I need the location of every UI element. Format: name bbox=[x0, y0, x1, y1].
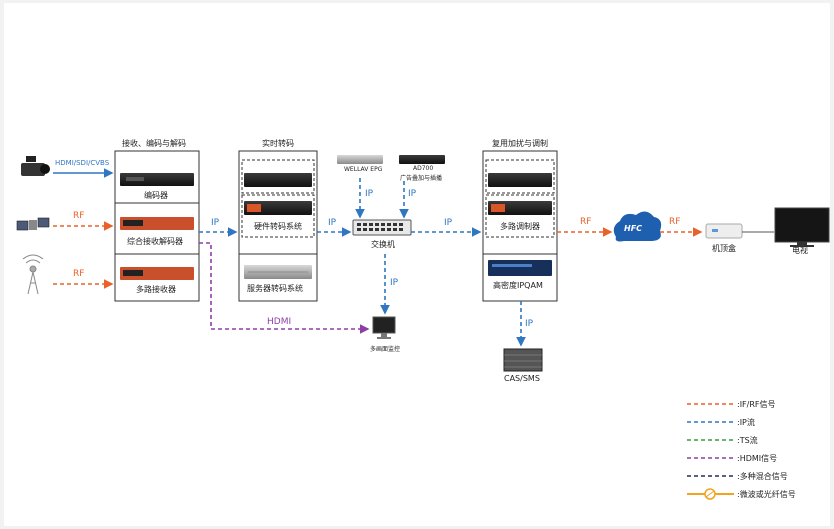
receiver-unit bbox=[120, 267, 194, 280]
hfc-cloud-icon bbox=[613, 211, 662, 242]
label-ad700: AD700 bbox=[413, 165, 434, 172]
legend-lines bbox=[687, 403, 734, 500]
diagram-canvas: 接收、编码与解码 实时转码 复用加扰与调制 编码器 综合接收解码器 多路接收器 … bbox=[4, 3, 830, 526]
diagram-graphics bbox=[16, 150, 830, 500]
label-encoder: 编码器 bbox=[144, 191, 168, 200]
label-ipqam: 高密度IPQAM bbox=[493, 281, 543, 290]
signal-rf-tv: RF bbox=[669, 217, 681, 227]
legend-item-hdmi: :HDMI信号 bbox=[737, 454, 778, 463]
label-stb: 机顶盒 bbox=[712, 244, 736, 253]
switch-unit bbox=[352, 219, 412, 236]
section-title-mux: 复用加扰与调制 bbox=[492, 139, 548, 148]
label-ird: 综合接收解码器 bbox=[127, 237, 183, 246]
signal-ip-ad: IP bbox=[408, 189, 417, 199]
ad700-unit bbox=[399, 155, 445, 164]
monitor-icon bbox=[372, 316, 396, 339]
signal-rf-out: RF bbox=[580, 217, 592, 227]
signal-ip-1: IP bbox=[211, 218, 220, 228]
signal-rf-1: RF bbox=[73, 211, 85, 221]
epg-unit bbox=[337, 155, 383, 164]
modulator-rack-2 bbox=[488, 201, 552, 215]
signal-ip-2: IP bbox=[328, 218, 337, 228]
label-modulator: 多路调制器 bbox=[500, 222, 540, 231]
encoder-unit bbox=[120, 173, 194, 186]
label-hfc: HFC bbox=[624, 224, 643, 233]
cas-server-icon bbox=[503, 348, 543, 372]
transcode-rack-2 bbox=[244, 201, 312, 215]
signal-ip-epg: IP bbox=[365, 189, 374, 199]
stb-icon bbox=[705, 223, 743, 239]
section-title-recv: 接收、编码与解码 bbox=[122, 139, 186, 148]
signal-ip-3: IP bbox=[444, 218, 453, 228]
label-epg: WELLAV EPG bbox=[344, 166, 383, 173]
camera-icon bbox=[21, 156, 50, 176]
signal-ip-cas: IP bbox=[525, 319, 534, 329]
antenna-icon bbox=[22, 254, 44, 295]
modulator-rack-1 bbox=[488, 173, 552, 187]
label-tv: 电视 bbox=[792, 246, 808, 255]
ipqam-unit bbox=[488, 260, 552, 276]
legend-item-mixed: :多种混合信号 bbox=[737, 472, 788, 481]
signal-hdmi-in: HDMI/SDI/CVBS bbox=[55, 159, 110, 167]
satellite-icon bbox=[16, 217, 50, 231]
legend-item-ts: :TS流 bbox=[737, 436, 758, 445]
legend-item-rf: :IF/RF信号 bbox=[737, 400, 776, 409]
transcode-rack-1 bbox=[244, 173, 312, 187]
recv-section bbox=[114, 150, 200, 302]
server-unit bbox=[244, 265, 312, 279]
tv-icon bbox=[774, 207, 830, 247]
signal-hdmi: HDMI bbox=[267, 317, 292, 327]
label-ad700-sub: 广告叠加与插播 bbox=[400, 175, 443, 182]
legend-item-fiber: :微波或光纤信号 bbox=[737, 490, 796, 499]
ird-unit bbox=[120, 217, 194, 230]
label-sw-transcode: 服务器转码系统 bbox=[247, 284, 303, 293]
label-hw-transcode: 硬件转码系统 bbox=[254, 222, 302, 231]
label-monitor: 多画面监控 bbox=[370, 346, 401, 353]
legend-item-ip: :IP流 bbox=[737, 418, 755, 427]
connections bbox=[53, 168, 774, 347]
label-switch: 交换机 bbox=[371, 240, 395, 249]
signal-ip-down: IP bbox=[390, 278, 399, 288]
section-title-transcode: 实时转码 bbox=[262, 139, 294, 148]
mux-section bbox=[482, 150, 558, 302]
label-receiver: 多路接收器 bbox=[136, 285, 176, 294]
transcode-section bbox=[238, 150, 318, 302]
signal-rf-2: RF bbox=[73, 269, 85, 279]
label-cas: CAS/SMS bbox=[504, 374, 540, 383]
